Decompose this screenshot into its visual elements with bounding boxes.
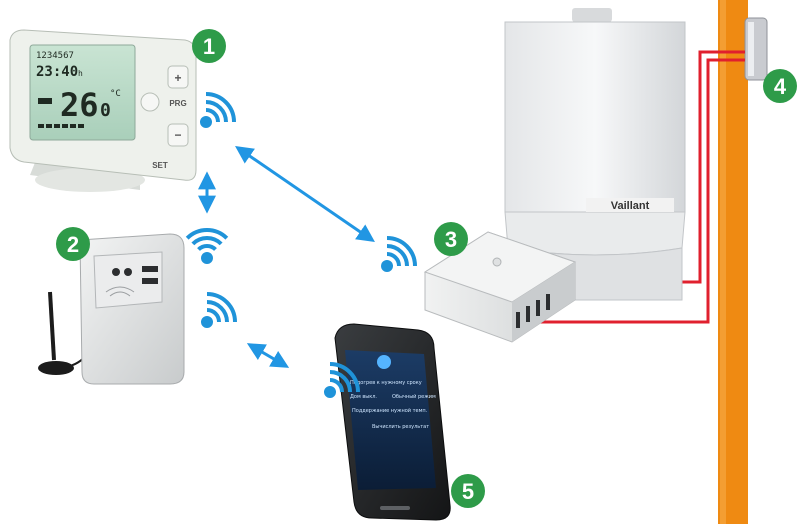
signal-arc	[329, 361, 361, 393]
gsm-antenna	[38, 291, 87, 375]
wireless-signal-icon	[200, 91, 237, 128]
thermostat-unit: °C	[110, 89, 121, 99]
signal-dot	[324, 386, 336, 398]
signal-arc	[386, 251, 402, 267]
badge-3-label: 3	[445, 227, 457, 252]
phone-menu-item: Подогрев к нужному сроку	[350, 380, 422, 386]
signal-dot	[381, 260, 393, 272]
signal-arc	[205, 100, 228, 123]
badge-5-label: 5	[462, 479, 474, 504]
plus-button-label: +	[174, 71, 181, 85]
set-button-label: SET	[152, 161, 168, 170]
gas-boiler: Vaillant	[504, 8, 686, 301]
badge-2-label: 2	[67, 232, 79, 257]
phone-menu-item: Дом выкл.	[350, 394, 377, 400]
signal-arc	[205, 107, 221, 123]
thermostat-temperature: 26	[60, 86, 99, 124]
badge-3: 3	[434, 222, 468, 256]
signal-arc	[205, 91, 237, 123]
phone-menu-item: Обычный режим	[392, 393, 436, 400]
signal-arc	[206, 300, 229, 323]
badge-2: 2	[56, 227, 90, 261]
badge-4-label: 4	[774, 74, 787, 99]
badge-5: 5	[451, 474, 485, 508]
prog-button-label: PRG	[169, 99, 186, 108]
room-thermostat: 1234567 23:40 h 26 0 °C + PRG − SET	[9, 29, 197, 192]
signal-arc	[197, 244, 217, 252]
boiler-brand-plate	[586, 198, 674, 212]
wireless-signal-icon	[201, 291, 238, 328]
phone-menu-item: Поддержание нужной темп.	[352, 407, 428, 414]
thermostat-days: 1234567	[36, 51, 74, 61]
smartphone: Подогрев к нужному сроку Дом выкл. Обычн…	[334, 323, 451, 521]
signal-arc	[386, 235, 418, 267]
wireless-signal-icon	[381, 235, 418, 272]
badge-1: 1	[192, 29, 226, 63]
thermostat-time-suffix: h	[78, 69, 83, 78]
phone-screen	[345, 350, 436, 490]
minus-button-label: −	[174, 128, 181, 142]
signal-arc	[329, 377, 345, 393]
wireless-signal-icon	[185, 228, 229, 264]
phone-menu-item: Вычислить результат	[372, 424, 429, 430]
signal-arc	[185, 228, 229, 240]
arrow-thermostat-module	[235, 145, 375, 243]
signal-arc	[329, 370, 352, 393]
round-button	[140, 92, 160, 112]
signal-dot	[200, 116, 212, 128]
boiler-brand-label: Vaillant	[611, 200, 650, 212]
thermostat-lcd	[29, 44, 136, 141]
signal-arc	[206, 291, 238, 323]
signal-arc	[386, 244, 409, 267]
thermostat-program-bar	[38, 124, 84, 128]
wireless-signals	[185, 91, 418, 398]
badge-1-label: 1	[203, 34, 215, 59]
badge-4: 4	[763, 69, 797, 103]
thermostat-buttons: + PRG − SET	[140, 65, 189, 170]
signal-arc	[191, 236, 223, 246]
wireless-signal-icon	[324, 361, 361, 398]
temperature-sensor	[744, 17, 768, 81]
signal-dot	[201, 316, 213, 328]
thermostat-time: 23:40	[36, 64, 78, 80]
thermostat-temperature-decimal: 0	[100, 100, 111, 121]
phone-menu: Подогрев к нужному сроку Дом выкл. Обычн…	[350, 380, 436, 430]
app-logo-icon	[377, 355, 391, 369]
signal-arc	[206, 307, 222, 323]
arrow-gsm-phone	[246, 343, 290, 368]
signal-dot	[201, 252, 213, 264]
gsm-controller-box	[79, 233, 185, 385]
communication-arrows	[198, 145, 375, 368]
